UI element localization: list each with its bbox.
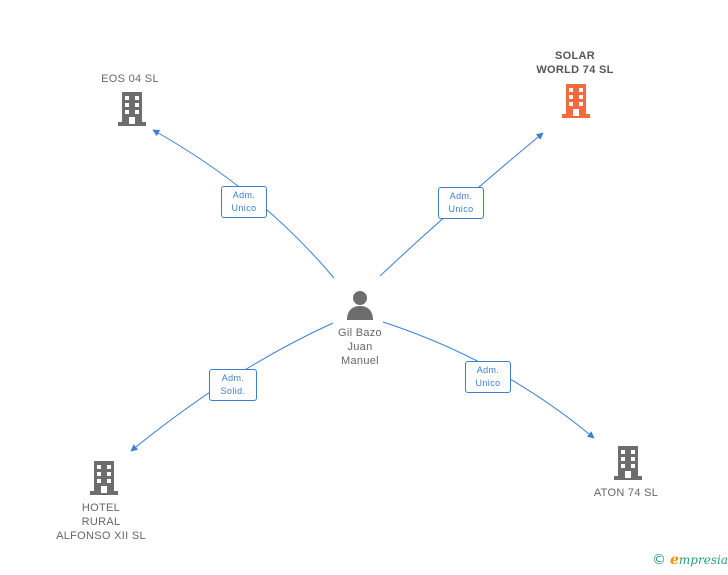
building-icon[interactable]: [612, 446, 644, 480]
brand-logo: ©empresia: [652, 552, 728, 568]
building-icon[interactable]: [88, 461, 120, 495]
person-name[interactable]: Gil Bazo Juan Manuel: [338, 327, 382, 367]
role-badge-solar[interactable]: Adm. Unico: [438, 187, 484, 219]
copyright-icon: ©: [652, 552, 666, 568]
role-badge-aton[interactable]: Adm. Unico: [465, 361, 511, 393]
company-label-hotel[interactable]: HOTEL RURAL ALFONSO XII SL: [56, 502, 146, 542]
role-badge-eos[interactable]: Adm. Unico: [221, 186, 267, 218]
role-badge-hotel[interactable]: Adm. Solid.: [209, 369, 257, 401]
person-icon[interactable]: [345, 290, 375, 320]
company-label-eos[interactable]: EOS 04 SL: [101, 73, 159, 85]
company-label-solar[interactable]: SOLAR WORLD 74 SL: [536, 50, 614, 76]
building-icon[interactable]: [116, 92, 148, 126]
building-icon-highlighted[interactable]: [560, 84, 592, 118]
company-label-aton[interactable]: ATON 74 SL: [593, 487, 659, 499]
